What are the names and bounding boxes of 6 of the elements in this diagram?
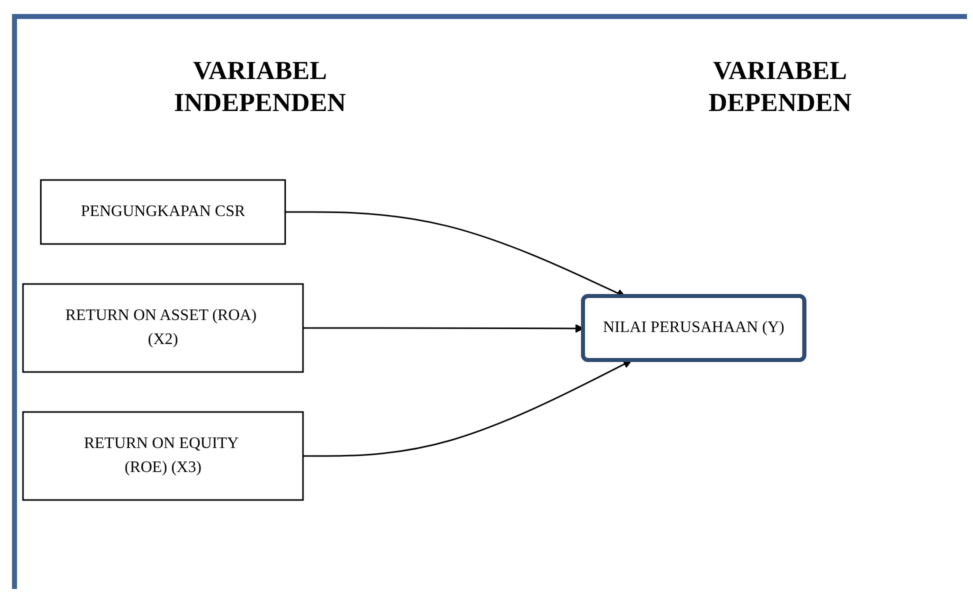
node-box: RETURN ON EQUITY (ROE) (X3) bbox=[22, 411, 304, 501]
column-heading: VARIABEL DEPENDEN bbox=[707, 55, 852, 119]
node-box: PENGUNGKAPAN CSR bbox=[40, 179, 286, 245]
column-heading: VARIABEL INDEPENDEN bbox=[173, 55, 347, 119]
node-box: RETURN ON ASSET (ROA) (X2) bbox=[22, 283, 304, 373]
arrow bbox=[303, 360, 632, 457]
